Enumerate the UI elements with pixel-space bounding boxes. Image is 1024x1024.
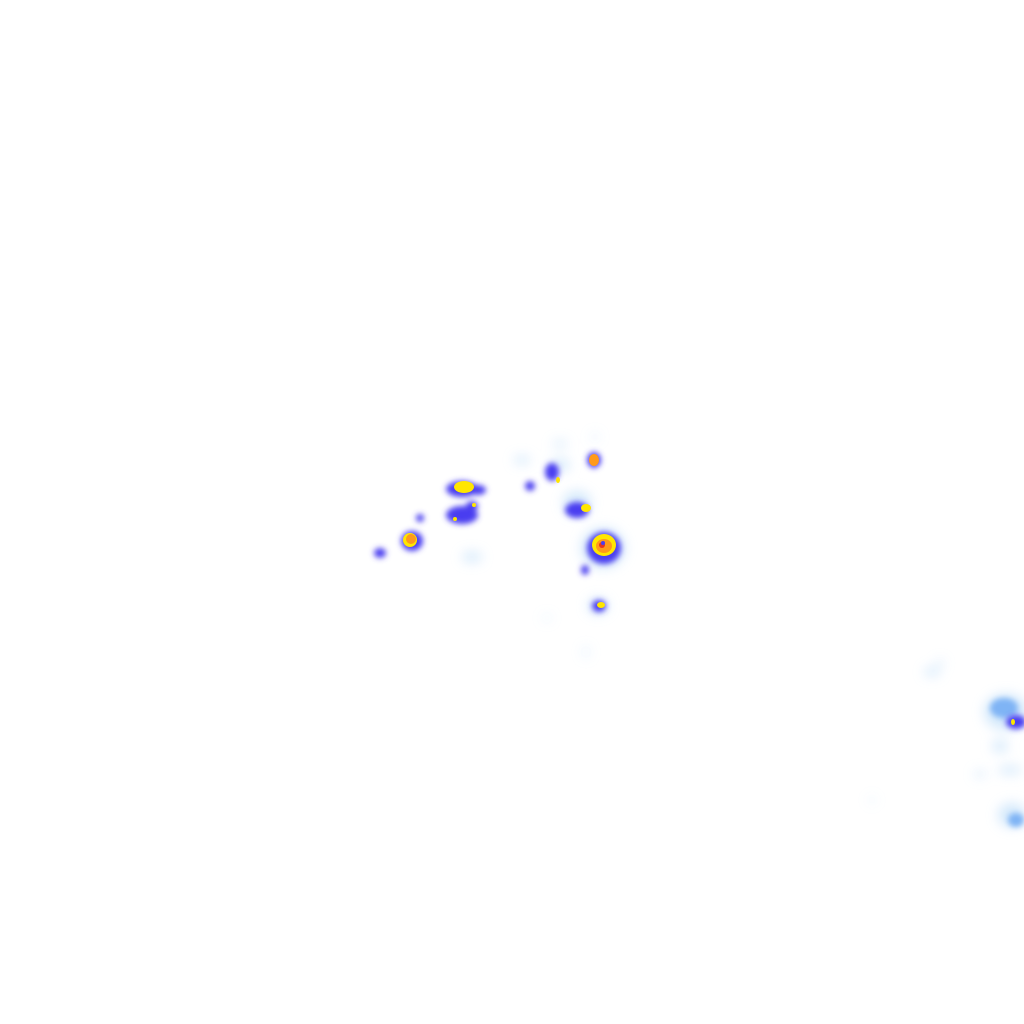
precip-cluster-central	[374, 434, 625, 658]
precip-cluster-east	[870, 660, 1024, 827]
precip-east-halo-light	[870, 660, 1024, 827]
precip-east-light	[990, 698, 1024, 827]
precip-cells-very-heavy	[406, 454, 612, 553]
precip-cells-moderate	[374, 452, 621, 612]
precip-cell-inner-moderate	[601, 541, 605, 545]
precip-east-moderate	[1006, 715, 1024, 729]
precip-east-heavy	[1011, 719, 1015, 725]
